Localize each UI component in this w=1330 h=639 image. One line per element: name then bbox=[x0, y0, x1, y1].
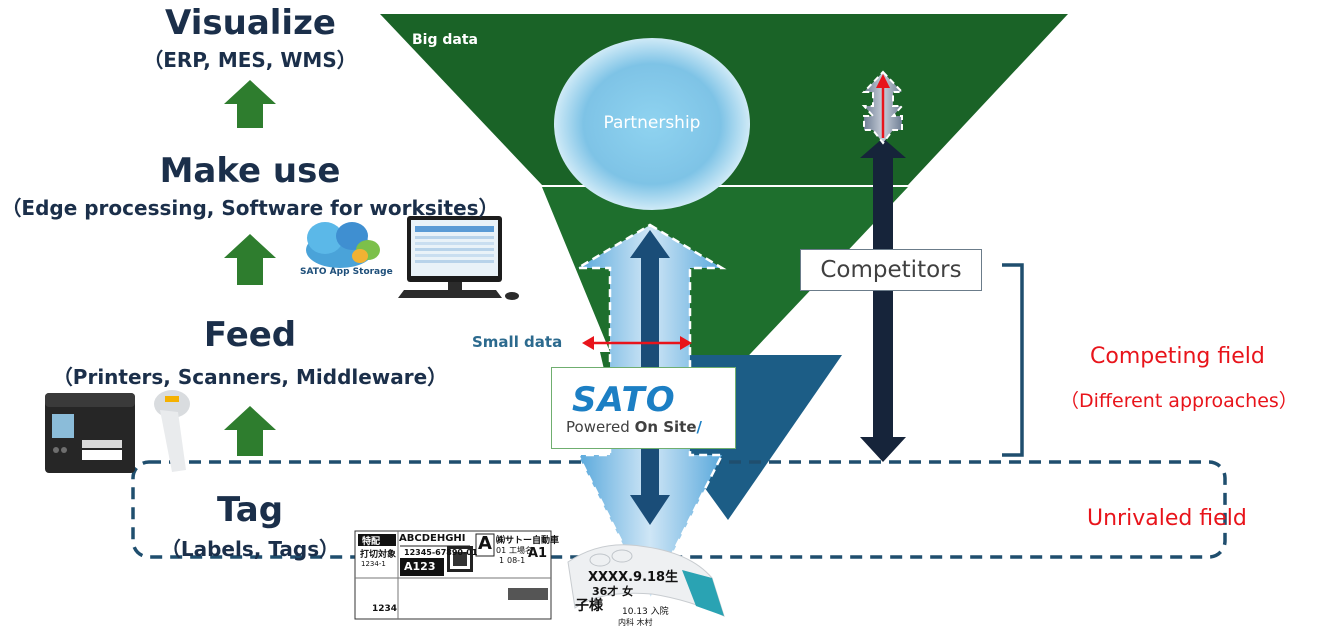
arrow-up-make-use bbox=[224, 234, 276, 285]
level-title-tag: Tag bbox=[216, 490, 284, 530]
expand-arrow-right-head bbox=[680, 336, 692, 350]
arrow-up-visualize bbox=[224, 80, 276, 128]
big-data-label: Big data bbox=[412, 32, 478, 48]
wristband-line4: 10.13 入院 bbox=[622, 607, 669, 617]
app-storage-label: SATO App Storage bbox=[300, 267, 393, 277]
competitors-red-arrow-head bbox=[876, 74, 890, 88]
label-target: 打切対象 bbox=[360, 550, 397, 560]
competitors-box: Competitors bbox=[800, 249, 982, 291]
app-storage-cloud bbox=[306, 222, 380, 268]
label-sample-image bbox=[354, 530, 552, 620]
wristband-line3: 子様 bbox=[575, 598, 603, 614]
label-barcode-num: 12345-67890-01 bbox=[404, 548, 478, 557]
sato-logo: SATO bbox=[572, 380, 676, 420]
sato-tagline-powered: Powered bbox=[566, 418, 630, 436]
label-n1: 1 bbox=[499, 556, 505, 565]
competing-field-sublabel: （Different approaches） bbox=[1060, 390, 1298, 412]
wristband-line1: XXXX.9.18生 bbox=[588, 570, 679, 585]
unrivaled-field-label: Unrivaled field bbox=[1087, 506, 1247, 531]
label-special: 特配 bbox=[362, 537, 381, 547]
pc-image bbox=[398, 216, 519, 300]
competitors-arrow bbox=[860, 138, 906, 462]
label-n01: 01 bbox=[496, 546, 507, 555]
sato-tagline-onsite: On Site bbox=[634, 418, 697, 436]
small-data-label: Small data bbox=[472, 333, 563, 351]
label-abc: ABCDEHGHI bbox=[399, 533, 466, 544]
level-subtitle-tag: （Labels, Tags） bbox=[160, 537, 340, 561]
competing-field-label: Competing field bbox=[1090, 344, 1265, 369]
sato-logo-box: SATO Powered On Site/ bbox=[551, 367, 736, 449]
level-subtitle-visualize: （ERP, MES, WMS） bbox=[143, 48, 357, 72]
label-big-a: A bbox=[478, 533, 492, 554]
label-n08: 08-1 bbox=[507, 556, 526, 565]
level-title-make-use: Make use bbox=[159, 151, 341, 191]
label-num1234: 1234 bbox=[372, 604, 398, 614]
label-factory: 工場名 bbox=[509, 546, 533, 555]
printer-image bbox=[45, 393, 135, 473]
expand-arrow-left-head bbox=[582, 336, 594, 350]
level-title-visualize: Visualize bbox=[165, 3, 336, 43]
arrow-up-feed bbox=[224, 406, 276, 456]
competing-field-bracket bbox=[1002, 263, 1024, 457]
sato-tagline: Powered On Site/ bbox=[566, 418, 702, 436]
label-a123: A123 bbox=[404, 560, 436, 573]
wristband-image bbox=[567, 544, 725, 617]
partnership-circle bbox=[554, 38, 750, 210]
level-subtitle-feed: （Printers, Scanners, Middleware） bbox=[52, 365, 448, 389]
scanner-image bbox=[154, 390, 190, 472]
partnership-label: Partnership bbox=[603, 113, 701, 133]
wristband-line5: 内科 木村 bbox=[618, 618, 653, 627]
label-code1: 1234-1 bbox=[361, 560, 386, 568]
label-a1: A1 bbox=[528, 546, 548, 561]
wristband-line2: 36才 女 bbox=[592, 585, 634, 598]
sato-tagline-slash: / bbox=[696, 418, 702, 436]
level-subtitle-make-use: （Edge processing, Software for worksites… bbox=[1, 196, 499, 220]
level-title-feed: Feed bbox=[203, 315, 297, 355]
label-company: ㈱サトー自動車 bbox=[496, 536, 560, 546]
